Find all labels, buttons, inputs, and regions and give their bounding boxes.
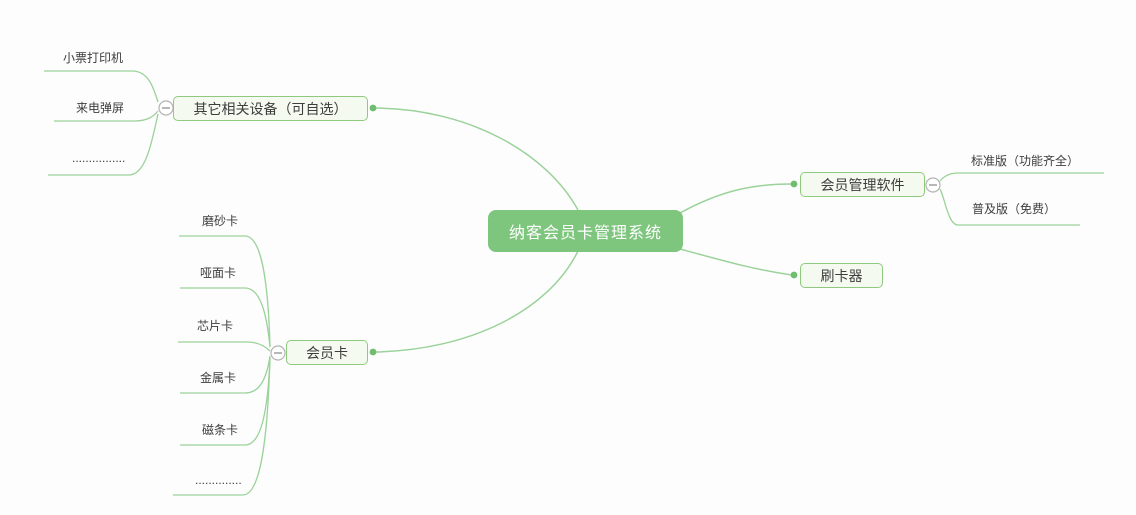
- node-reader[interactable]: 刷卡器: [800, 263, 883, 288]
- anchor-dot-reader: [790, 271, 798, 279]
- branch-line-free-edition: [939, 188, 1080, 226]
- branch-line-card-more: [173, 357, 271, 496]
- branch-line-devices-more: [48, 113, 159, 176]
- node-other-devices[interactable]: 其它相关设备（可自选）: [173, 96, 368, 121]
- anchor-dot-software: [790, 180, 798, 188]
- collapse-toggle-software[interactable]: [925, 177, 941, 193]
- leaf-magstripe-card[interactable]: 磁条卡: [202, 423, 239, 437]
- leaf-metal-card[interactable]: 金属卡: [200, 371, 237, 385]
- leaf-frosted-card[interactable]: 磨砂卡: [202, 214, 239, 228]
- edge-root-to-software: [679, 183, 793, 214]
- branch-line-metal-card: [180, 355, 271, 394]
- anchor-dot-other-devices: [369, 104, 377, 112]
- branch-line-receipt-printer: [44, 70, 159, 103]
- node-card[interactable]: 会员卡: [286, 340, 368, 365]
- root-node[interactable]: 纳客会员卡管理系统: [488, 210, 683, 252]
- branch-line-chip-card: [178, 341, 271, 352]
- edge-root-to-card: [375, 250, 579, 353]
- leaf-matte-card[interactable]: 哑面卡: [200, 266, 237, 280]
- edge-root-to-other-devices: [375, 107, 579, 211]
- edge-root-to-reader: [679, 248, 793, 276]
- anchor-dot-card: [369, 348, 377, 356]
- branch-line-standard-edition: [939, 172, 1104, 182]
- branch-line-matte-card: [180, 287, 271, 348]
- collapse-toggle-other-devices[interactable]: [158, 100, 174, 116]
- leaf-standard-edition[interactable]: 标准版（功能齐全）: [971, 154, 1080, 168]
- branch-line-caller-popup: [54, 110, 159, 122]
- leaf-devices-more[interactable]: ................: [72, 151, 126, 165]
- leaf-chip-card[interactable]: 芯片卡: [197, 319, 234, 333]
- leaf-caller-popup[interactable]: 来电弹屏: [76, 101, 125, 115]
- leaf-receipt-printer[interactable]: 小票打印机: [63, 51, 124, 65]
- leaf-card-more[interactable]: ..............: [195, 473, 242, 487]
- branch-line-frosted-card: [179, 235, 271, 347]
- collapse-toggle-card[interactable]: [270, 345, 286, 361]
- node-software[interactable]: 会员管理软件: [800, 172, 925, 197]
- leaf-free-edition[interactable]: 普及版（免费）: [972, 202, 1057, 216]
